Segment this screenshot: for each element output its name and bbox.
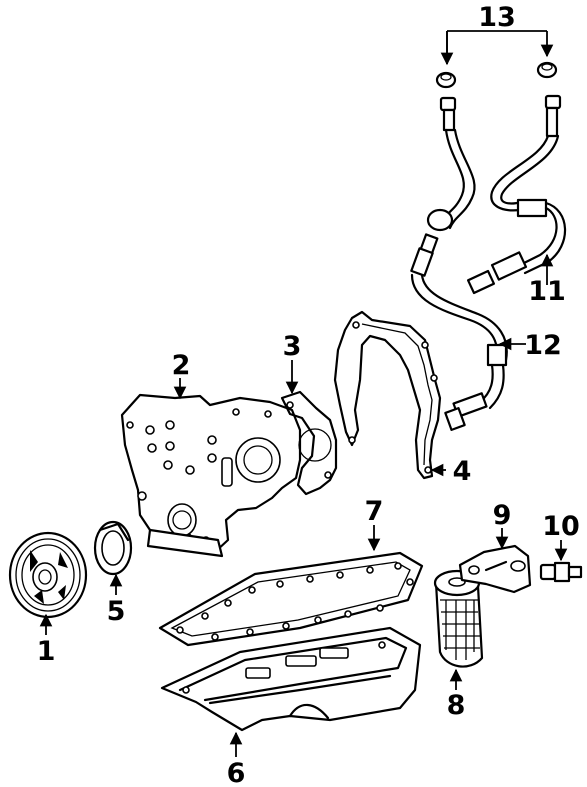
callout-9: 9: [493, 500, 512, 531]
callout-12: 12: [524, 330, 562, 361]
oil-pan-gasket: [158, 551, 424, 647]
oil-pressure-switch: [539, 561, 583, 583]
callout-7: 7: [365, 496, 384, 527]
callout-3: 3: [283, 331, 302, 362]
callout-6: 6: [227, 758, 246, 787]
filter-adapter: [458, 544, 532, 594]
front-crank-seal: [93, 520, 133, 576]
callout-1: 1: [37, 636, 56, 667]
callout-13: 13: [478, 2, 516, 33]
water-pump-gasket: [280, 390, 338, 496]
timing-cover: [120, 393, 302, 558]
callout-2: 2: [172, 350, 191, 381]
leader-13: [446, 30, 547, 64]
callout-11: 11: [528, 276, 566, 307]
oil-cooler-lines: [410, 94, 567, 431]
callout-10: 10: [542, 511, 580, 542]
crankshaft-pulley: [8, 531, 88, 619]
callout-4: 4: [453, 456, 472, 487]
oil-pan: [160, 626, 422, 732]
front-cover-gasket: [333, 310, 442, 480]
callout-5: 5: [107, 596, 126, 627]
o-ring-seals: [435, 61, 558, 89]
callout-8: 8: [447, 690, 466, 721]
oil-filter: [433, 569, 484, 668]
